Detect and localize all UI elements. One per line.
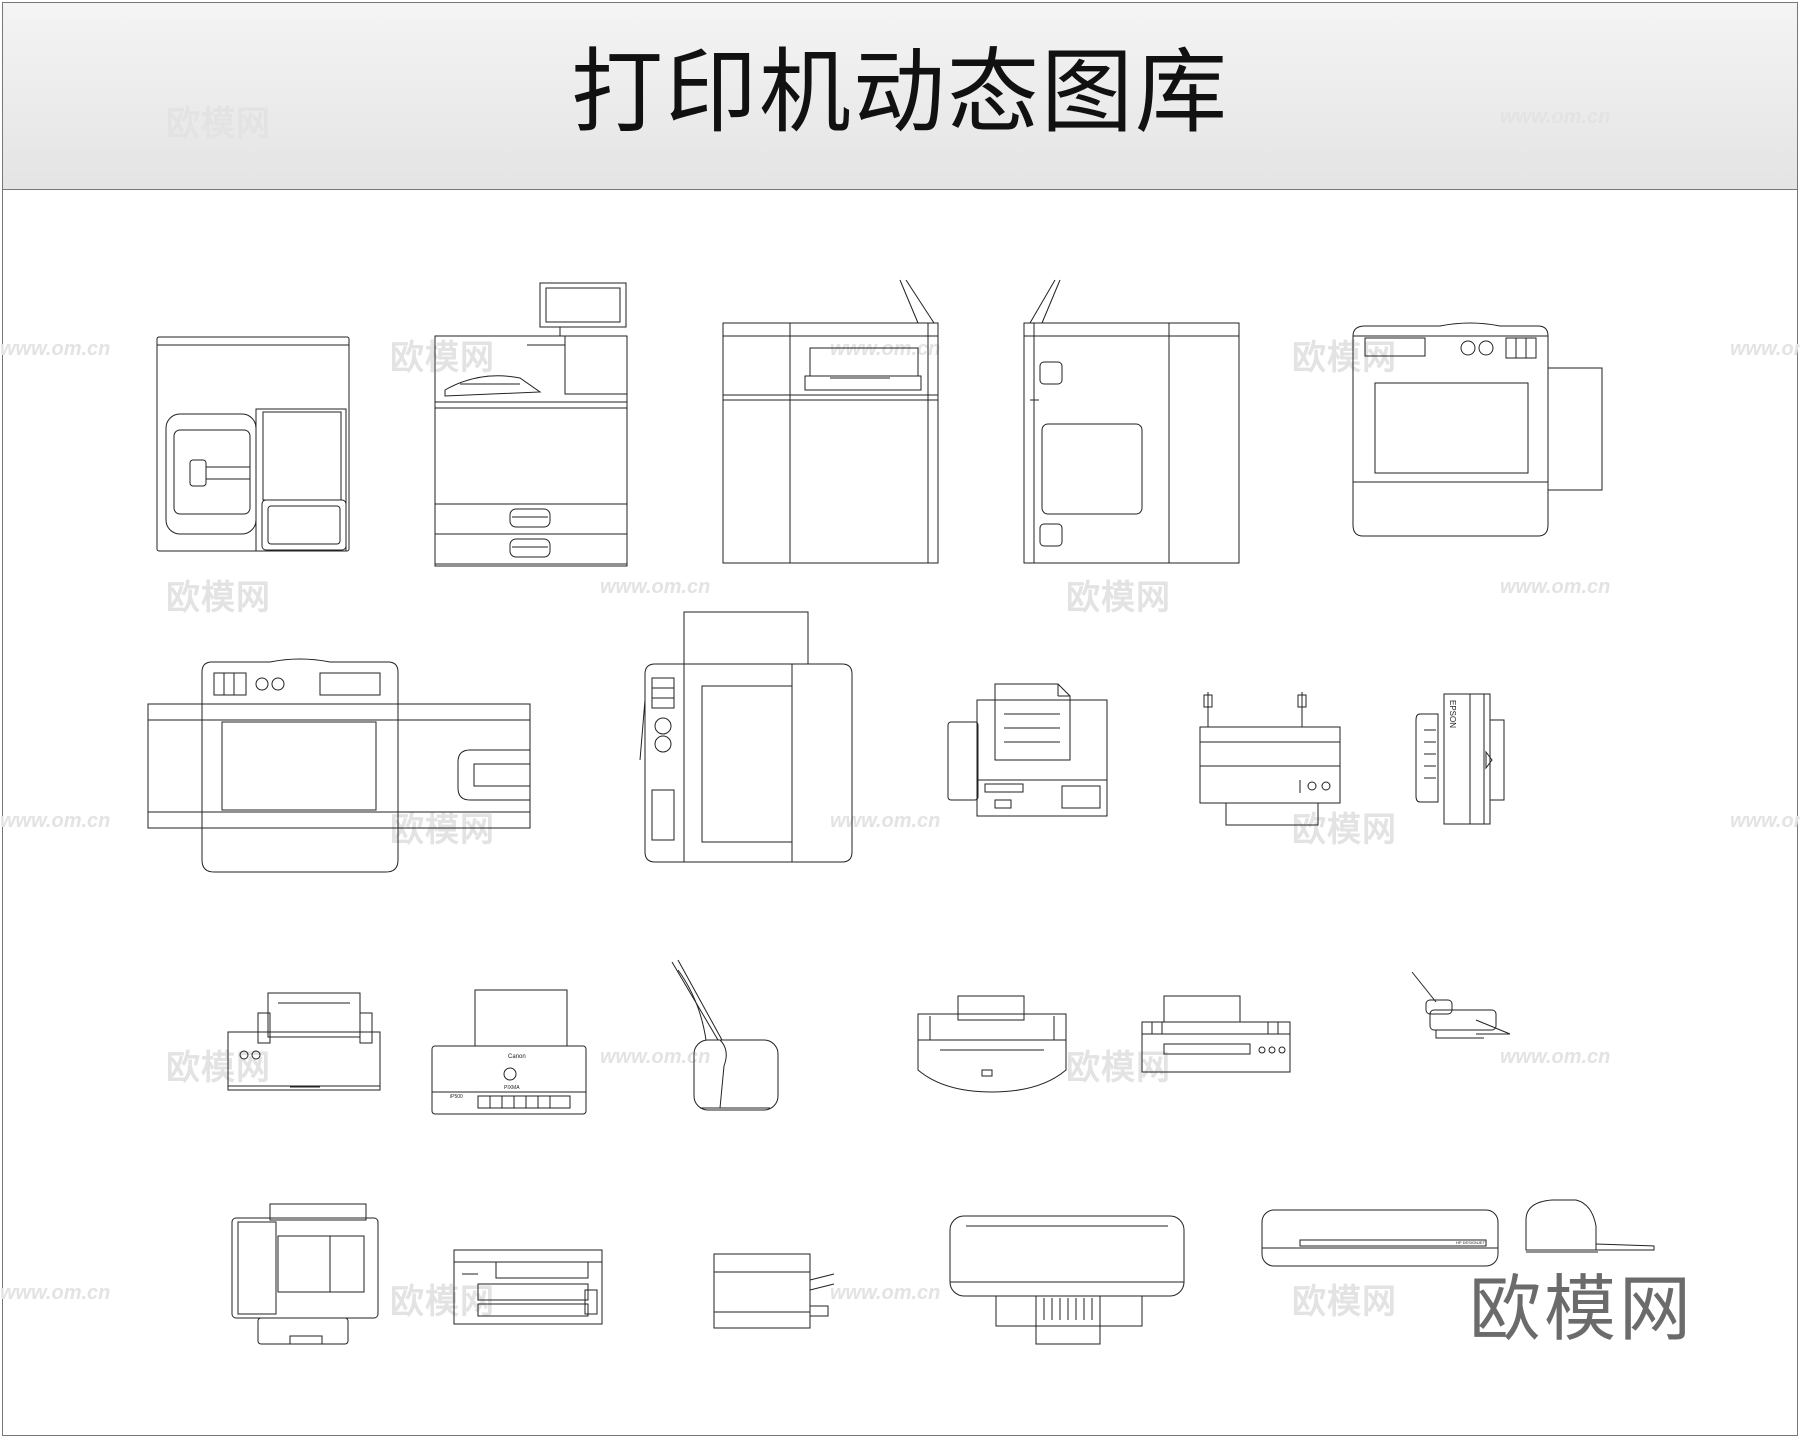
watermark-url: www.om.cn (600, 1046, 711, 1068)
watermark-cn: 欧模网 (166, 579, 271, 617)
watermark-cn: 欧模网 (390, 1283, 495, 1321)
large-format-printer-top (148, 659, 530, 872)
watermark-cn: 欧模网 (390, 339, 495, 377)
watermark-url: www.om.cn (830, 810, 941, 832)
dot-matrix-printer (1200, 692, 1340, 825)
watermark-url: www.om.cn (1730, 338, 1800, 360)
compact-printer-side (1412, 972, 1510, 1038)
watermark-url: www.om.cn (1500, 106, 1611, 128)
inkjet-printer-side (672, 960, 778, 1110)
watermark-cn: 欧模网 (166, 1049, 271, 1087)
canon-inkjet-printer: Canon iP500 PIXMA (432, 990, 586, 1114)
model-label: iP500 (450, 1094, 463, 1100)
inkjet-printer-2 (918, 996, 1066, 1092)
fax-machine (948, 684, 1107, 816)
watermark-url: www.om.cn (1500, 576, 1611, 598)
hp-plotter-label: HP DESIGNJET (1456, 1240, 1486, 1245)
copier-side-view-right (1024, 280, 1239, 563)
brand-logo: 欧模网 (1468, 1270, 1694, 1350)
small-scanner-printer (1526, 1200, 1654, 1252)
copier-side-view-left (723, 280, 938, 563)
plotter-printer: HP DESIGNJET (1262, 1210, 1498, 1266)
epson-printer-side: EPSON (1416, 694, 1504, 824)
printer-top-view-3 (640, 612, 852, 862)
watermark-url: www.om.cn (1500, 1046, 1611, 1068)
watermark-url: www.om.cn (0, 810, 111, 832)
watermark-url: www.om.cn (0, 338, 111, 360)
watermark-url: www.om.cn (1730, 810, 1800, 832)
watermark-cn: 欧模网 (390, 811, 495, 849)
printer-top-view-2 (1353, 323, 1602, 536)
printer-top-view-1 (157, 337, 349, 551)
small-printer-side (714, 1254, 834, 1328)
all-in-one-printer-top (232, 1204, 378, 1344)
canon-logo-text: Canon (508, 1054, 526, 1060)
thermal-printer-top (950, 1216, 1184, 1344)
watermark-url: www.om.cn (830, 338, 941, 360)
watermark-url: www.om.cn (600, 576, 711, 598)
laser-printer-front-view (435, 283, 627, 566)
watermark-cn: 欧模网 (1292, 339, 1397, 377)
inkjet-printer-1 (228, 993, 380, 1090)
epson-logo-text: EPSON (1448, 700, 1457, 728)
pixma-label: PIXMA (504, 1085, 520, 1091)
watermark-url: www.om.cn (0, 1282, 111, 1304)
inkjet-printer-3 (1142, 996, 1290, 1072)
title-banner: 打印机动态图库 (3, 3, 1797, 190)
watermark-cn: 欧模网 (166, 105, 271, 143)
watermark-cn: 欧模网 (1292, 1283, 1397, 1321)
watermark-url: www.om.cn (830, 1282, 941, 1304)
watermark-cn: 欧模网 (1066, 579, 1171, 617)
watermark-cn: 欧模网 (1292, 811, 1397, 849)
wide-printer-front (454, 1250, 602, 1324)
watermark-cn: 欧模网 (1066, 1049, 1171, 1087)
page-title: 打印机动态图库 (570, 39, 1229, 146)
